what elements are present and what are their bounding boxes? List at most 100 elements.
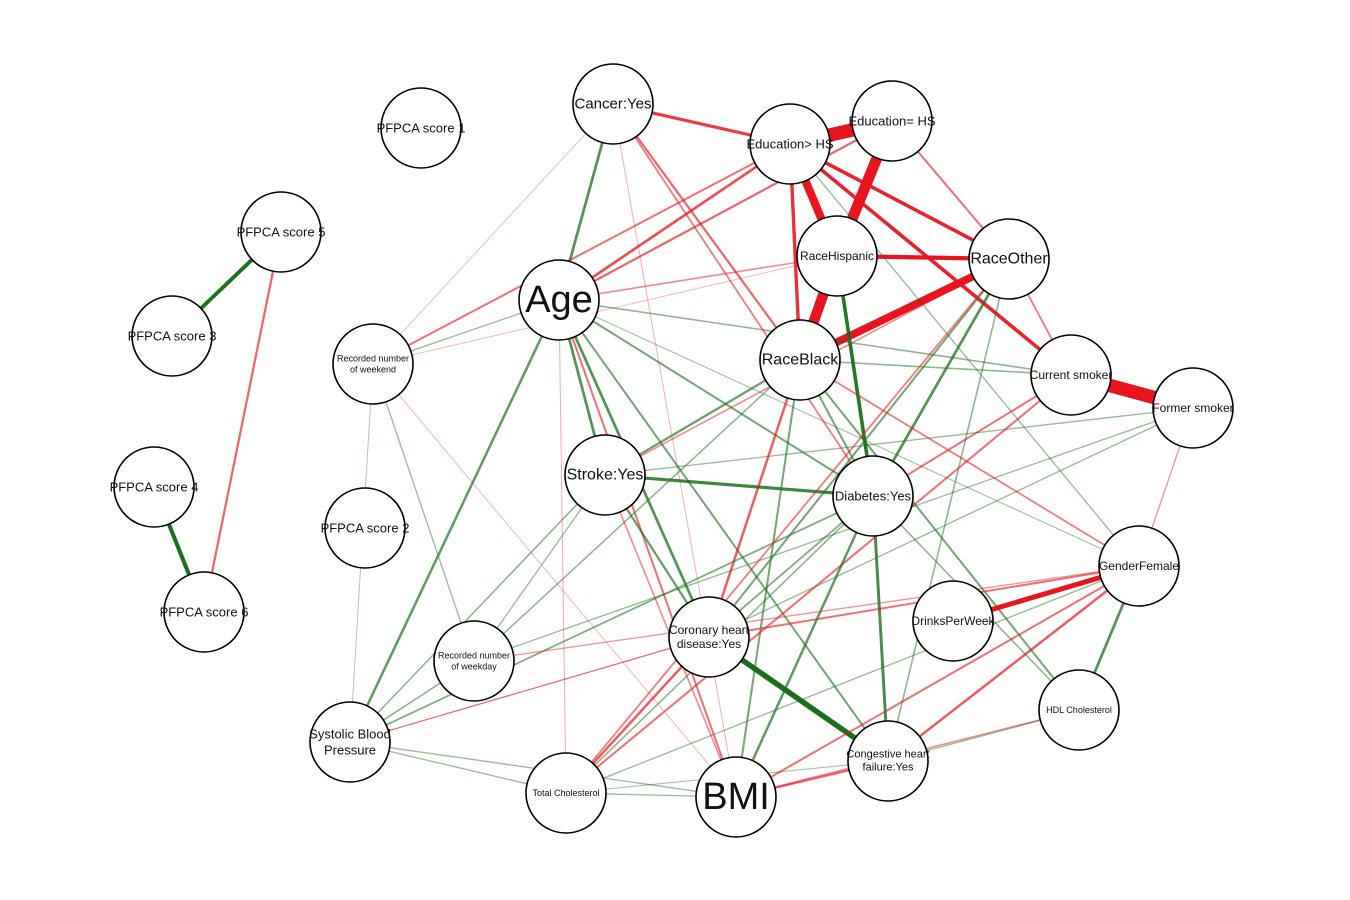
node-circle-bmi xyxy=(695,756,777,838)
node-label-drinks: DrinksPerWeek xyxy=(911,614,995,628)
edge-gender-totchol xyxy=(565,565,1140,794)
edge-hispanic-weekend xyxy=(372,255,838,365)
node-label-hispanic: RaceHispanic xyxy=(800,249,874,263)
edge-edu_gt-cursmoke xyxy=(788,142,1073,377)
edge-edu_eq-age xyxy=(558,120,893,301)
edge-diabetes-bmi xyxy=(734,495,875,798)
edge-age-diabetes xyxy=(558,299,874,497)
node-circle-pfpca6 xyxy=(163,571,245,653)
edge-bmi-weekend xyxy=(372,363,737,798)
node-circle-cancer xyxy=(572,63,654,145)
node-pfpca4: PFPCA score 4 xyxy=(110,446,199,528)
node-label-hdl: HDL Cholesterol xyxy=(1046,705,1112,715)
edge-other-chf xyxy=(887,258,1010,762)
node-label-other: RaceOther xyxy=(970,251,1048,268)
node-label-weekday: Recorded number xyxy=(438,651,510,661)
edge-totchol-age xyxy=(558,299,567,794)
node-label-chd: Coronary heart xyxy=(669,623,750,637)
node-label-edu_eq: Education= HS xyxy=(848,114,935,129)
edge-hispanic-age xyxy=(558,255,838,301)
node-label-totchol: Total Cholesterol xyxy=(532,788,599,798)
node-label-chf: failure:Yes xyxy=(863,762,914,774)
node-black: RaceBlack xyxy=(759,319,841,401)
edge-cancer-weekend xyxy=(372,103,614,365)
edge-other-totchol xyxy=(565,258,1010,794)
edge-black-weekday xyxy=(473,359,801,662)
node-circle-hdl xyxy=(1038,669,1120,751)
edge-black-chd xyxy=(707,359,802,638)
edge-formsmoke-chd xyxy=(708,407,1194,638)
node-hdl: HDL Cholesterol xyxy=(1038,669,1120,751)
node-label-pfpca1: PFPCA score 1 xyxy=(377,121,466,136)
node-cursmoke: Current smoker xyxy=(1030,334,1113,416)
node-label-bmi: BMI xyxy=(702,776,770,818)
node-circle-chf xyxy=(847,720,929,802)
node-totchol: Total Cholesterol xyxy=(525,752,607,834)
edge-other-diabetes xyxy=(871,258,1011,497)
node-label-chf: Congestive heart xyxy=(846,748,929,760)
node-circle-age xyxy=(518,259,600,341)
node-label-weekend: Recorded number xyxy=(337,354,409,364)
edge-stroke-diabetes xyxy=(604,473,874,498)
node-circle-pfpca1 xyxy=(380,87,462,169)
node-circle-pfpca3 xyxy=(131,295,213,377)
edge-gender-weekday xyxy=(473,565,1140,662)
node-circle-totchol xyxy=(525,752,607,834)
node-label-formsmoke: Former smoker xyxy=(1152,401,1233,415)
node-circle-weekday xyxy=(433,620,515,702)
node-edu_eq: Education= HS xyxy=(848,80,936,162)
edge-gender-bmi xyxy=(735,565,1140,798)
edge-formsmoke-stroke xyxy=(604,407,1194,476)
node-label-pfpca6: PFPCA score 6 xyxy=(160,605,249,620)
edge-black-bmi xyxy=(735,359,801,798)
node-chf: Congestive heart failure:Yes xyxy=(846,720,930,802)
edge-edu_gt-age xyxy=(558,142,791,302)
node-circle-chd xyxy=(668,596,750,678)
edge-gender-chf xyxy=(887,565,1140,762)
node-pfpca3: PFPCA score 3 xyxy=(128,295,217,377)
edge-black-gender xyxy=(799,359,1140,567)
node-label-sbp: Systolic Blood xyxy=(309,727,391,742)
node-formsmoke: Former smoker xyxy=(1152,367,1234,449)
node-bmi: BMI xyxy=(695,756,777,838)
node-circle-drinks xyxy=(912,580,994,662)
node-hispanic: RaceHispanic xyxy=(796,215,878,297)
node-label-chd: disease:Yes xyxy=(677,637,741,651)
node-edu_gt: Education> HS xyxy=(746,103,834,185)
edge-pfpca5-pfpca6 xyxy=(202,231,283,613)
edge-edu_gt-gender xyxy=(789,143,1140,567)
node-pfpca6: PFPCA score 6 xyxy=(160,571,249,653)
edge-age-chf xyxy=(558,299,889,762)
node-stroke: Stroke:Yes xyxy=(564,434,646,516)
edge-black-cursmoke xyxy=(799,359,1072,376)
node-circle-pfpca5 xyxy=(240,191,322,273)
node-label-cursmoke: Current smoker xyxy=(1030,368,1113,382)
node-label-pfpca4: PFPCA score 4 xyxy=(110,480,199,495)
edge-sbp-stroke xyxy=(349,474,606,743)
edge-age-sbp xyxy=(348,299,561,743)
edge-weekday-weekend xyxy=(372,363,475,662)
edge-sbp-chd xyxy=(349,636,710,743)
node-label-cancer: Cancer:Yes xyxy=(575,96,652,113)
node-circle-cursmoke xyxy=(1030,334,1112,416)
node-label-pfpca2: PFPCA score 2 xyxy=(321,521,410,536)
edge-diabetes-sbp xyxy=(349,495,874,743)
edge-edu_gt-weekend xyxy=(372,143,791,365)
node-circle-formsmoke xyxy=(1152,367,1234,449)
edge-diabetes-chf xyxy=(871,495,890,762)
edge-age-bmi xyxy=(558,299,737,798)
node-gender: GenderFemale xyxy=(1098,525,1180,607)
node-cancer: Cancer:Yes xyxy=(572,63,654,145)
edge-cancer-diabetes xyxy=(612,103,874,497)
edge-cursmoke-totchol xyxy=(565,374,1072,794)
node-label-sbp: Pressure xyxy=(324,742,376,757)
node-pfpca1: PFPCA score 1 xyxy=(377,87,466,169)
node-pfpca5: PFPCA score 5 xyxy=(237,191,325,273)
node-label-diabetes: Diabetes:Yes xyxy=(835,489,912,504)
node-circle-black xyxy=(759,319,841,401)
node-label-pfpca3: PFPCA score 3 xyxy=(128,329,217,344)
